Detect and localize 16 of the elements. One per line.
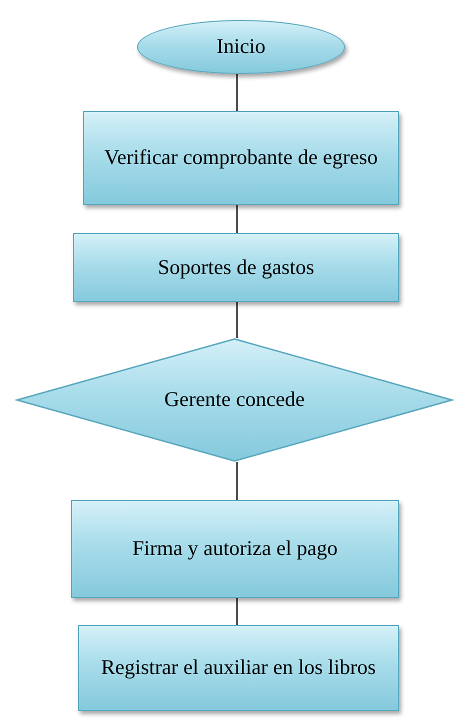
- connector-line: [236, 302, 238, 338]
- connector-line: [236, 462, 238, 500]
- connector-line: [236, 598, 238, 625]
- process-box: [78, 625, 399, 711]
- node-label: Verificar comprobante de egreso: [104, 144, 378, 172]
- node-label: Inicio: [216, 33, 266, 60]
- node-label: Registrar el auxiliar en los libros: [101, 654, 376, 682]
- node-label: Firma y autoriza el pago: [132, 535, 338, 562]
- node-label: Gerente concede: [164, 386, 305, 414]
- process-box: [83, 111, 399, 205]
- process-box: [71, 500, 399, 598]
- connector-line: [236, 74, 238, 111]
- process-box: [73, 233, 399, 302]
- connector-line: [236, 205, 238, 233]
- decision-diamond: [16, 338, 453, 462]
- node-label: Soportes de gastos: [158, 254, 314, 281]
